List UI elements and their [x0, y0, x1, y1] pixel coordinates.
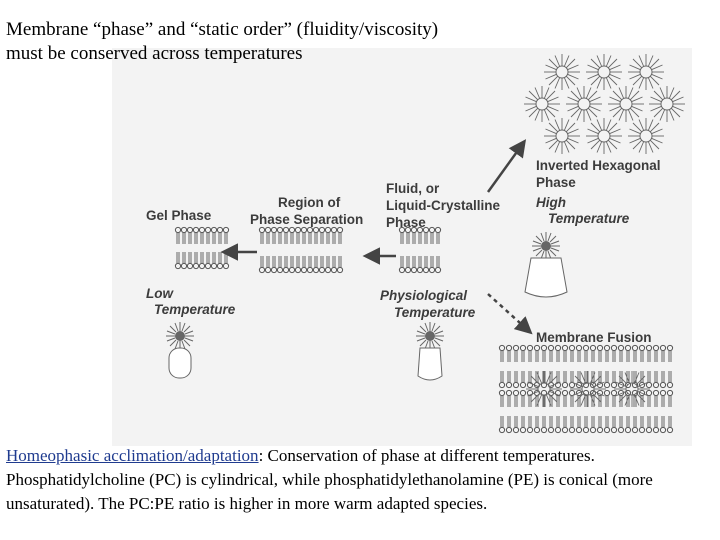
caption-term: Homeophasic acclimation/adaptation: [6, 446, 259, 465]
membrane-fusion-structure: [498, 344, 674, 434]
label-phase-separation-2: Phase Separation: [250, 212, 364, 227]
membrane-phase-figure: Gel Phase Region of Phase Separation Flu…: [112, 48, 692, 446]
caption-text: : Conservation of phase at different tem…: [6, 446, 653, 513]
label-physio-temp-1: Physiological: [380, 288, 468, 303]
slide-title: Membrane “phase” and “static order” (flu…: [6, 18, 606, 66]
fluid-phase-bilayer: [398, 226, 442, 274]
label-inverted-hex-2: Phase: [536, 175, 576, 190]
lipid-physiological: [415, 321, 445, 381]
title-line-1: Membrane “phase” and “static order” (flu…: [6, 19, 439, 40]
label-high-temp-2: Temperature: [548, 211, 630, 226]
gel-phase-bilayer: [174, 226, 230, 270]
cylinder-lipid-low: [165, 321, 195, 379]
label-inverted-hex-1: Inverted Hexagonal: [536, 158, 661, 173]
slide-caption: Homeophasic acclimation/adaptation: Cons…: [6, 444, 712, 516]
title-line-2: must be conserved across temperatures: [6, 43, 303, 64]
cone-lipid-high: [524, 231, 568, 298]
arrow-to-fusion: [487, 293, 533, 335]
label-gel-phase: Gel Phase: [146, 208, 212, 223]
arrow-to-hexagonal: [486, 139, 527, 193]
label-fluid-2: Liquid-Crystalline: [386, 198, 501, 213]
label-low-temp-1: Low: [146, 286, 173, 301]
label-membrane-fusion: Membrane Fusion: [536, 330, 652, 345]
label-high-temp-1: High: [536, 195, 566, 210]
inverted-hexagonal-cluster: [523, 53, 686, 155]
label-physio-temp-2: Temperature: [394, 305, 476, 320]
figure-drawing: [165, 53, 686, 434]
label-fluid-1: Fluid, or: [386, 181, 440, 196]
label-low-temp-2: Temperature: [154, 302, 236, 317]
label-phase-separation-1: Region of: [278, 195, 341, 210]
phase-separation-bilayer: [258, 226, 344, 274]
label-fluid-3: Phase: [386, 215, 426, 230]
